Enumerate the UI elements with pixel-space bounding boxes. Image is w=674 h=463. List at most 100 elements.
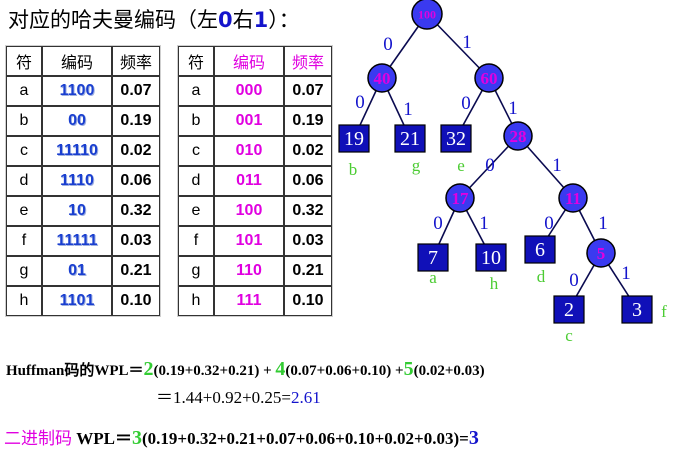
code-cell: 11111 <box>42 226 112 256</box>
internal-node <box>586 238 616 268</box>
symbol-cell: c <box>6 136 42 166</box>
frequency-cell: 0.21 <box>284 256 332 286</box>
edge-bit-label: 0 <box>383 34 393 55</box>
code-cell: 110 <box>214 256 284 286</box>
table-header-row: 符 编码 频率 <box>6 46 160 76</box>
code-cell: 111 <box>214 286 284 316</box>
leaf-node <box>440 124 472 153</box>
frequency-cell: 0.10 <box>112 286 160 316</box>
table-header-row: 符 编码 频率 <box>178 46 332 76</box>
edge-bit-label: 0 <box>355 92 365 113</box>
leaf-symbol-label: d <box>537 267 546 286</box>
internal-node <box>445 183 475 213</box>
symbol-cell: f <box>178 226 214 256</box>
symbol-cell: a <box>178 76 214 106</box>
frequency-cell: 0.07 <box>112 76 160 106</box>
edge-bit-label: 1 <box>552 155 562 176</box>
code-cell: 1100 <box>42 76 112 106</box>
leaf-weight: 2 <box>564 299 574 321</box>
frequency-cell: 0.03 <box>112 226 160 256</box>
frequency-cell: 0.07 <box>284 76 332 106</box>
edge-bit-label: 1 <box>462 32 472 53</box>
code-cell: 001 <box>214 106 284 136</box>
internal-node-weight: 11 <box>565 189 581 208</box>
leaf-symbol-label: e <box>457 156 465 175</box>
leaf-weight: 10 <box>481 247 501 269</box>
code-cell: 000 <box>214 76 284 106</box>
leaf-weight: 19 <box>344 128 364 150</box>
leaf-symbol-label: f <box>661 302 667 321</box>
frequency-cell: 0.02 <box>284 136 332 166</box>
huffman-wpl-value: 2.61 <box>291 388 321 407</box>
internal-node-weight: 100 <box>418 7 436 21</box>
symbol-cell: d <box>6 166 42 196</box>
code-cell: 1101 <box>42 286 112 316</box>
internal-node <box>503 121 533 151</box>
leaf-symbol-label: b <box>349 160 358 179</box>
frequency-cell: 0.03 <box>284 226 332 256</box>
leaf-symbol-label: a <box>429 268 437 287</box>
leaf-node <box>553 295 585 324</box>
header-symbol: 符 <box>178 46 214 76</box>
frequency-cell: 0.21 <box>112 256 160 286</box>
header-frequency: 频率 <box>284 46 332 76</box>
binary-wpl-value: 3 <box>468 427 479 449</box>
symbol-cell: d <box>178 166 214 196</box>
symbol-cell: b <box>6 106 42 136</box>
symbol-cell: b <box>178 106 214 136</box>
binary-wpl-formula: 二进制码 WPL＝3(0.19+0.32+0.21+0.07+0.06+0.10… <box>4 427 479 449</box>
frequency-cell: 0.19 <box>284 106 332 136</box>
header-code: 编码 <box>214 46 284 76</box>
leaf-symbol-label: g <box>412 156 421 175</box>
internal-node-weight: 17 <box>452 189 470 208</box>
symbol-cell: h <box>6 286 42 316</box>
code-cell: 11110 <box>42 136 112 166</box>
header-code: 编码 <box>42 46 112 76</box>
edge-bit-label: 1 <box>479 213 489 234</box>
leaf-weight: 21 <box>400 128 420 150</box>
header-frequency: 频率 <box>112 46 160 76</box>
internal-node-weight: 28 <box>510 127 527 146</box>
edge-bit-label: 0 <box>433 213 443 234</box>
binary-code-label: 二进制码 <box>4 429 72 449</box>
symbol-cell: g <box>6 256 42 286</box>
edge-bit-label: 1 <box>403 99 413 120</box>
internal-node <box>411 0 443 30</box>
symbol-cell: a <box>6 76 42 106</box>
internal-node <box>474 63 504 93</box>
frequency-cell: 0.10 <box>284 286 332 316</box>
edge-bit-label: 1 <box>508 98 518 119</box>
symbol-cell: h <box>178 286 214 316</box>
leaf-symbol-label: h <box>490 274 499 293</box>
leaf-node <box>524 235 556 264</box>
leaf-weight: 3 <box>632 299 642 321</box>
leaf-weight: 7 <box>428 247 438 269</box>
leaf-weight: 32 <box>446 128 466 150</box>
slide-title: 对应的哈夫曼编码（左0右1）： <box>8 8 300 32</box>
leaf-node <box>621 295 653 324</box>
code-cell: 100 <box>214 196 284 226</box>
leaf-weight: 6 <box>535 239 545 261</box>
leaf-symbol-label: c <box>565 326 573 345</box>
code-cell: 10 <box>42 196 112 226</box>
frequency-cell: 0.02 <box>112 136 160 166</box>
code-cell: 010 <box>214 136 284 166</box>
edge-bit-label: 1 <box>598 213 608 234</box>
internal-node-weight: 60 <box>481 69 498 88</box>
huffman-wpl-result: ＝1.44+0.92+0.25=2.61 <box>156 388 321 407</box>
symbol-cell: g <box>178 256 214 286</box>
